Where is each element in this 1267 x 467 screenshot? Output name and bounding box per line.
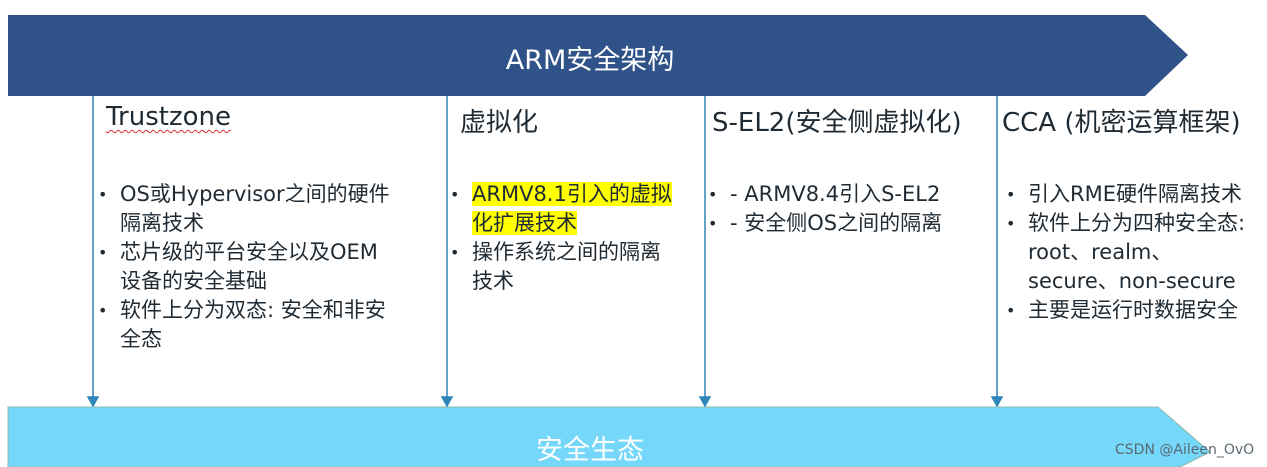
footer-title: 安全生态 xyxy=(536,435,644,466)
list-item: 软件上分为四种安全态: root、realm、secure、non-secure xyxy=(1002,209,1247,296)
header-arrow xyxy=(8,15,1188,96)
list-item: 芯片级的平台安全以及OEM设备的安全基础 xyxy=(94,238,394,296)
list-item: ARMV8.1引入的虚拟化扩展技术 xyxy=(446,180,676,238)
watermark: CSDN @Aileen_OvO xyxy=(1115,442,1255,458)
arrow-down-icon xyxy=(990,396,1004,408)
column-title: CCA (机密运算框架) xyxy=(1002,108,1241,138)
arrow-down-icon xyxy=(440,396,454,408)
column-title: S-EL2(安全侧虚拟化) xyxy=(712,108,962,138)
list-item: 主要是运行时数据安全 xyxy=(1002,296,1247,325)
arrow-down-icon xyxy=(698,396,712,408)
column-s-el2: S-EL2(安全侧虚拟化) - ARMV8.4引入S-EL2 - 安全侧OS之间… xyxy=(708,102,992,238)
column-cca: CCA (机密运算框架) 引入RME硬件隔离技术 软件上分为四种安全态: roo… xyxy=(1002,102,1262,325)
column-title: 虚拟化 xyxy=(460,108,539,138)
column-trustzone: Trustzone OS或Hypervisor之间的硬件隔离技术 芯片级的平台安… xyxy=(98,102,406,351)
list-item: - 安全侧OS之间的隔离 xyxy=(704,209,984,238)
arrow-down-icon xyxy=(86,396,100,408)
list-item: OS或Hypervisor之间的硬件隔离技术 xyxy=(94,180,394,238)
list-item: 引入RME硬件隔离技术 xyxy=(1002,180,1247,209)
header-title: ARM安全架构 xyxy=(505,45,675,76)
list-item: 软件上分为双态: 安全和非安全态 xyxy=(94,296,394,354)
footer-arrow xyxy=(7,406,1211,467)
column-title: Trustzone xyxy=(106,102,231,132)
column-virtualization: 虚拟化 ARMV8.1引入的虚拟化扩展技术 操作系统之间的隔离技术 xyxy=(450,102,690,293)
list-item: 操作系统之间的隔离技术 xyxy=(446,238,676,296)
list-item: - ARMV8.4引入S-EL2 xyxy=(704,180,984,209)
